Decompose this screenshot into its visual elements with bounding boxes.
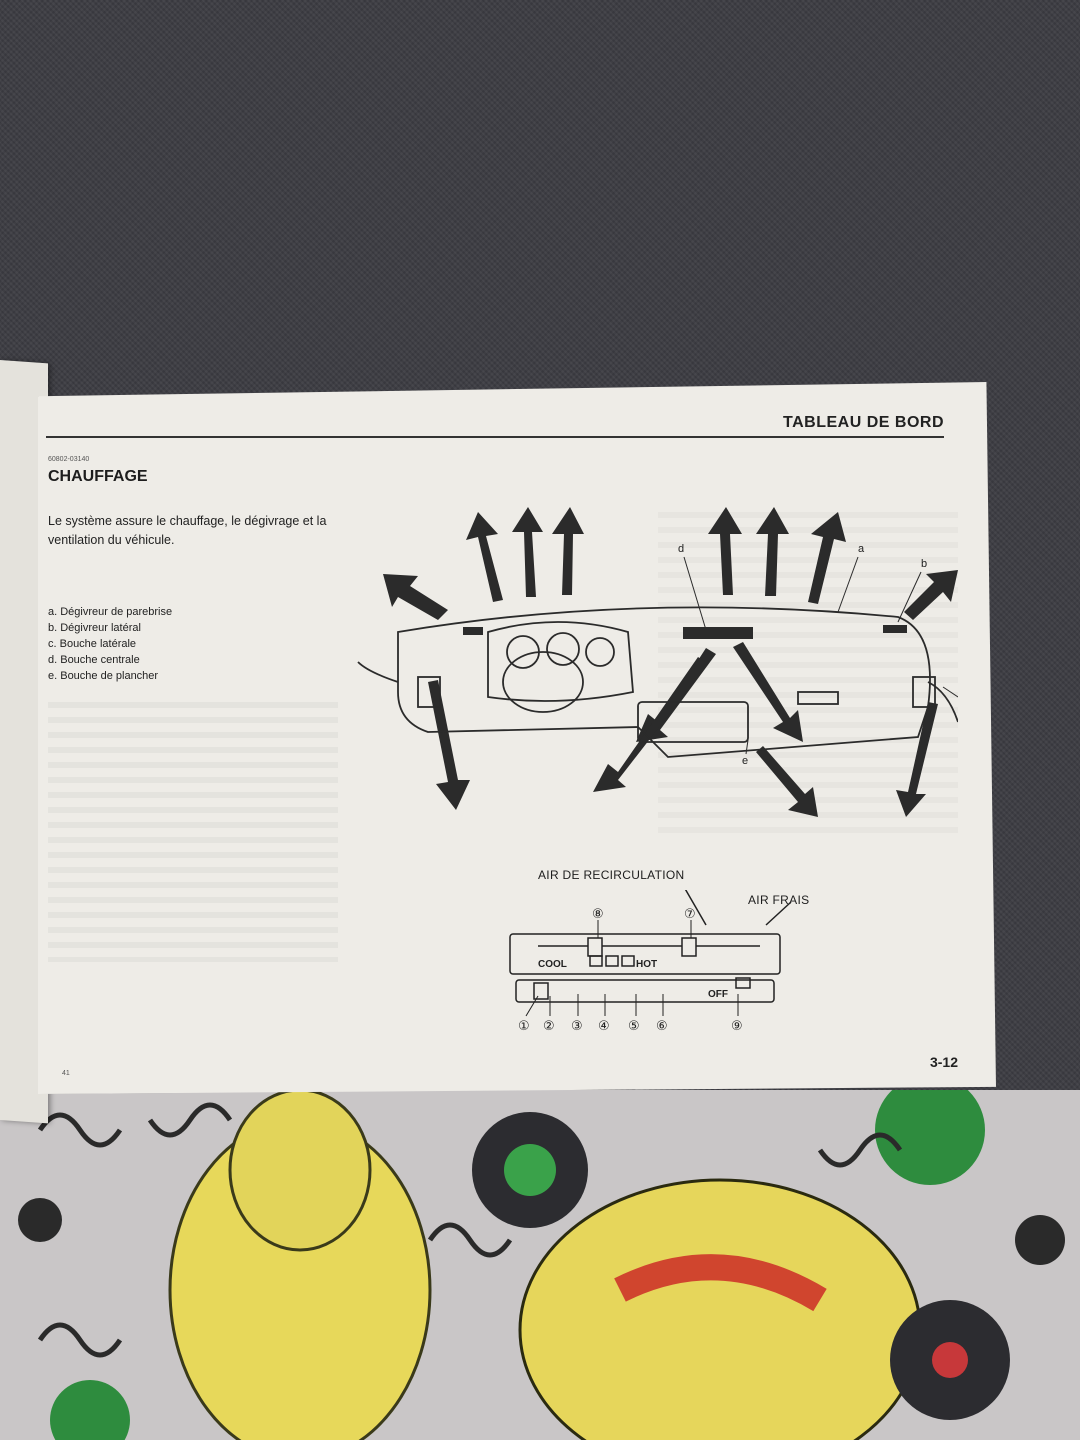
letter-a: a [858,543,865,555]
manual-page: TABLEAU DE BORD 60802-03140 CHAUFFAGE Le… [38,382,996,1094]
recirculation-label: AIR DE RECIRCULATION [538,868,685,882]
letter-b: b [921,558,927,570]
letter-d: d [678,543,684,555]
number-3: ③ [571,1019,583,1034]
header-rule [46,436,944,438]
number-7: ⑦ [684,907,696,922]
off-label: OFF [708,989,728,1000]
number-2: ② [543,1019,555,1034]
intro-paragraph: Le système assure le chauffage, le dégiv… [48,514,327,547]
number-4: ④ [598,1019,610,1034]
control-numbers: ① ② ③ ④ ⑤ ⑥ ⑦ ⑧ ⑨ [518,907,743,1034]
number-8: ⑧ [592,907,604,922]
dashboard-outline [357,606,958,758]
small-page-marker: 41 [62,1070,70,1077]
legend-item: e. Bouche de plancher [48,670,159,682]
running-header: TABLEAU DE BORD [783,414,944,431]
legend-item: c. Bouche latérale [48,638,137,650]
airflow-arrows [383,507,958,817]
legend-item: b. Dégivreur latéral [48,622,141,634]
leader-lines [683,556,958,755]
section-code: 60802-03140 [48,456,90,463]
fresh-air-label: AIR FRAIS [748,893,810,907]
vent-grilles [463,625,907,639]
hot-label: HOT [636,959,657,970]
dashboard-airflow-diagram: d a b c e [357,507,958,817]
letter-e: e [742,755,748,767]
patterned-tablecloth [0,1090,1080,1440]
section-title: CHAUFFAGE [48,468,148,485]
bleed-through-right [658,512,958,842]
legend-item: a. Dégivreur de parebrise [48,606,173,618]
number-5: ⑤ [628,1019,640,1034]
heater-control-panel: COOL HOT OFF ① ② ③ ④ ⑤ ⑥ ⑦ ⑧ ⑨ [509,890,792,1034]
cool-label: COOL [538,959,567,970]
bleed-through-left [48,702,338,962]
diagram-letters: d a b c e [678,543,927,767]
legend-item: d. Bouche centrale [48,654,140,666]
number-6: ⑥ [656,1019,668,1034]
number-9: ⑨ [731,1019,743,1034]
number-1: ① [518,1019,530,1034]
vent-legend: a. Dégivreur de parebrise b. Dégivreur l… [48,604,172,684]
page-number: 3-12 [929,1054,958,1070]
